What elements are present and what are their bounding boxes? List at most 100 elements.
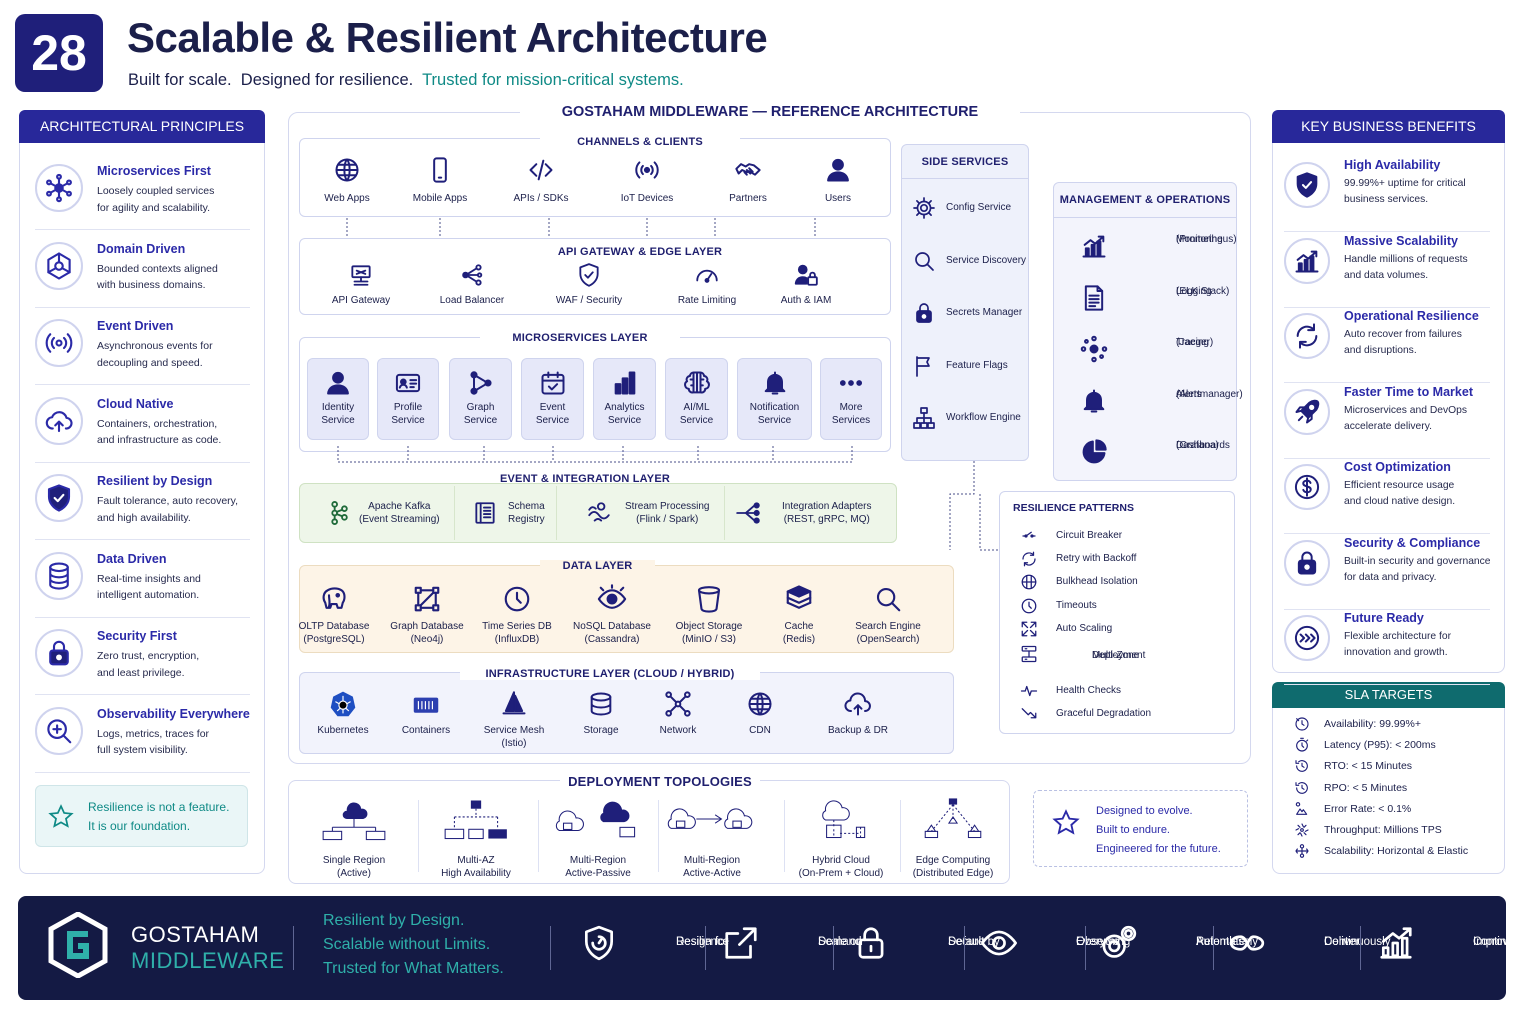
search-icon [912, 249, 936, 273]
management-label-line: Monitoring [1176, 234, 1223, 245]
infra-label-line: (Istio) [501, 738, 527, 749]
service-mesh-icon [500, 690, 528, 718]
bulkhead-icon [1020, 573, 1038, 591]
event-label-line: Apache Kafka [368, 501, 431, 512]
data-store-item: Graph Database(Neo4j) [377, 584, 477, 646]
rpo-restore-icon [1294, 780, 1310, 796]
event-divider [454, 486, 455, 540]
sla-label: Scalability: Horizontal & Elastic [1324, 845, 1469, 858]
principle-desc-line: Logs, metrics, traces for [97, 727, 210, 740]
principle-desc-line: Containers, orchestration, [97, 417, 218, 430]
infra-label-line: Kubernetes [317, 725, 369, 736]
management-label-line: (Prometheus) [1176, 234, 1237, 245]
resilience-label-line: Deployment [1092, 650, 1146, 661]
deployment-label-line: High Availability [441, 868, 511, 879]
page-tagline: Built for scale. Designed for resilience… [128, 71, 684, 90]
management-title: MANAGEMENT & OPERATIONS [1059, 194, 1231, 206]
microservice-label-line: AI/ML [683, 402, 710, 413]
management-label-line: (ELK Stack) [1176, 285, 1230, 297]
principle-desc-line: Zero trust, encryption, [97, 650, 200, 662]
management-label: Monitoring(Prometheus) [1128, 232, 1248, 247]
deployment-divider [900, 800, 901, 872]
deployment-label-line: (Active) [337, 868, 371, 879]
foundation-note: Resilience is not a feature. It is our f… [35, 785, 248, 847]
growth-chart-icon [1284, 237, 1330, 284]
timeout-clock-icon [1020, 597, 1038, 615]
footer-value-line: Demand [818, 936, 862, 948]
side-service-item: Workflow Engine [912, 406, 1027, 436]
edge-computing-icon [917, 796, 989, 842]
cdn-globe-icon [746, 690, 774, 718]
principle-desc: Containers, orchestration,and infrastruc… [97, 416, 257, 450]
deployment-label-line: Edge Computing [915, 855, 991, 866]
infra-label: Kubernetes [298, 724, 388, 737]
principle-desc: Zero trust, encryption,and least privile… [97, 648, 257, 682]
deployment-item: Edge Computing (Distributed Edge) [895, 796, 1011, 880]
footer-divider [550, 926, 551, 970]
data-store-label-line: (InfluxDB) [494, 634, 540, 645]
microservice-label-line: Service [535, 415, 570, 426]
recovery-cycle-icon [1284, 313, 1330, 359]
deployment-label-line: Multi-AZ [457, 855, 495, 866]
circuit-breaker-icon [1020, 527, 1038, 545]
side-service-item: Config Service [912, 196, 1027, 226]
side-services-rule [902, 178, 1028, 179]
deployment-label-line: (Distributed Edge) [912, 868, 994, 879]
footer-value-line: Relentlessly [1196, 936, 1258, 948]
shield-check-icon [35, 474, 83, 522]
bar-chart-icon [611, 369, 639, 397]
user-icon [324, 369, 352, 397]
gateway-title: API GATEWAY & EDGE LAYER [557, 246, 723, 258]
tracing-icon [1080, 335, 1108, 363]
heartbeat-icon [1020, 682, 1038, 700]
calendar-check-icon [539, 369, 567, 397]
retry-icon [1020, 550, 1038, 568]
benefit-desc-line: Built-in security and governance [1344, 555, 1491, 567]
benefit-desc-line: and data volumes. [1344, 269, 1429, 281]
event-label: Apache Kafka(Event Streaming) [359, 500, 440, 526]
deployment-label: Edge Computing (Distributed Edge) [895, 854, 1011, 880]
microservice-label-line: Graph [466, 402, 495, 413]
side-service-label: Feature Flags [946, 359, 1008, 371]
side-service-label: Config Service [946, 202, 1012, 213]
hexagon-network-icon [35, 164, 83, 212]
resilience-label-line: Multi-Zone [1092, 650, 1140, 661]
infinity-icon [1228, 924, 1266, 962]
data-store-item: Search Engine(OpenSearch) [838, 584, 938, 646]
principle-desc-line: decoupling and speed. [97, 356, 203, 369]
event-label-line: (REST, gRPC, MQ) [783, 514, 870, 525]
deployment-label-line: Multi-Region [683, 855, 741, 866]
side-service-label: Workflow Engine [946, 412, 1021, 423]
eye-icon [980, 924, 1018, 962]
event-label: Stream Processing(Flink / Spark) [625, 500, 709, 526]
gear-icon [912, 196, 936, 220]
deployment-label-line: (On-Prem + Cloud) [798, 868, 884, 879]
management-label: Alerts(Alertmanager) [1128, 387, 1248, 402]
event-divider [724, 486, 725, 540]
infra-label-line: Backup & DR [827, 725, 889, 736]
multi-zone-icon [1020, 645, 1038, 663]
data-store-item: Cache(Redis) [749, 584, 849, 646]
evolve-line2: Built to endure. [1096, 824, 1170, 836]
channel-label: IoT Devices [620, 193, 674, 204]
magnifier-plus-icon [35, 706, 83, 755]
tagline-part-b: Designed for resilience. [240, 71, 414, 89]
auto-scale-icon [1020, 620, 1038, 638]
mobile-icon [426, 156, 454, 184]
benefit-desc-line: 99.99%+ uptime for critical [1344, 178, 1466, 189]
clock-icon [502, 584, 532, 614]
deployment-item: Single Region(Active) [296, 796, 412, 880]
